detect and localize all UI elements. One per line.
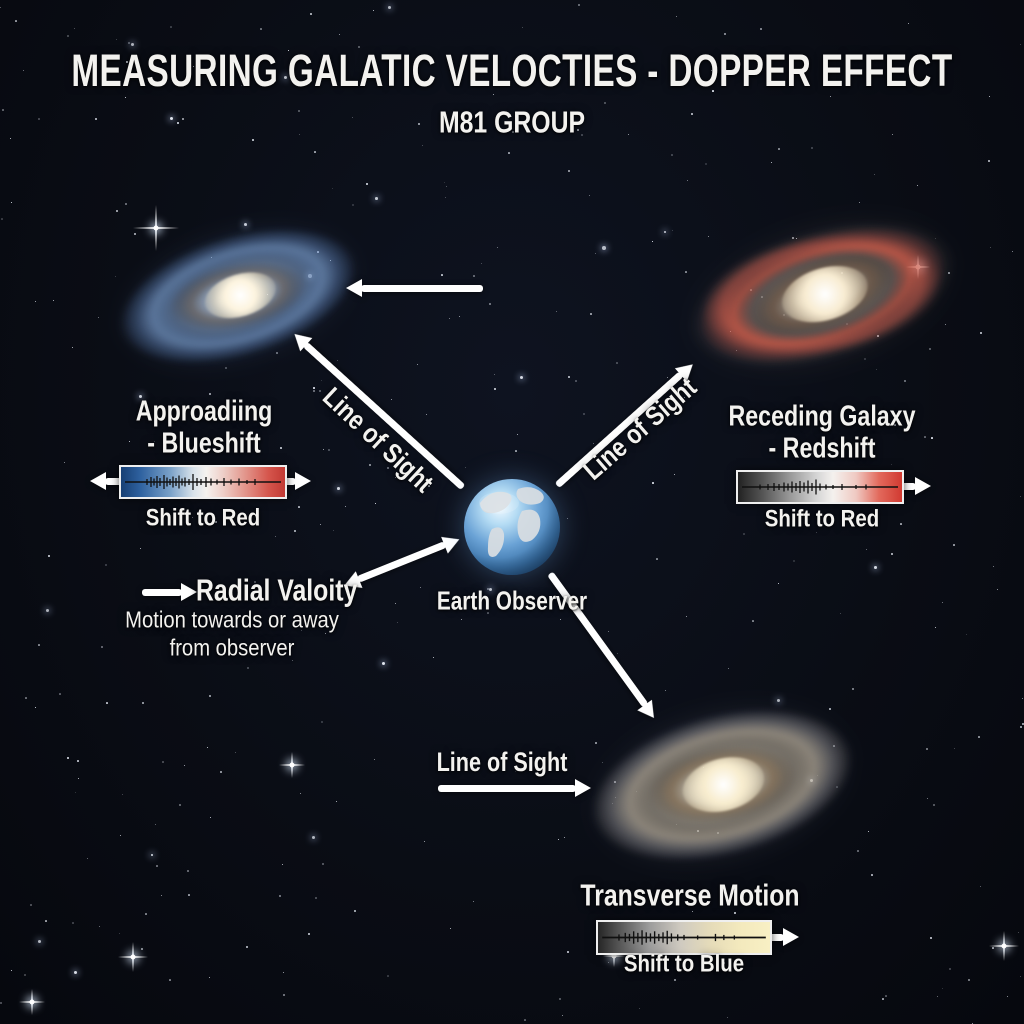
receding-label-line1: Receding Galaxy — [728, 400, 916, 433]
line-of-sight-arrow-upper-left-icon — [302, 341, 466, 490]
radial-velocity-description: Motion towards or away from observer — [125, 606, 339, 661]
approaching-label-line1: Approadiing — [135, 395, 273, 428]
transverse-spectrum-bar — [596, 920, 772, 955]
approaching-motion-arrow-icon — [361, 284, 483, 292]
blueshift-spectrum-caption: Shift to Red — [145, 504, 261, 532]
earth-observer-label: Earth Observer — [436, 585, 588, 616]
absorption-lines — [125, 474, 281, 490]
earth-globe — [464, 479, 560, 575]
radial-velocity-double-arrow-icon — [356, 540, 447, 583]
receding-galaxy-image — [617, 148, 1024, 442]
absorption-lines — [602, 930, 766, 945]
absorption-lines — [742, 479, 898, 495]
radial-velocity-label: Radial Valoity — [196, 572, 358, 608]
line-of-sight-label-upper-right: Line of Sight — [577, 372, 703, 486]
bright-star-icon — [118, 942, 148, 972]
approaching-label-line2: - Blueshift — [147, 428, 261, 460]
bright-star-icon — [989, 931, 1019, 961]
bright-star-icon — [603, 945, 625, 967]
transverse-motion-label: Transverse Motion — [580, 877, 800, 913]
approaching-blueshift-label: Approadiing - Blueshift — [136, 396, 273, 461]
line-of-sight-arrow-bottom-icon — [438, 784, 576, 792]
bright-star-icon — [133, 205, 179, 251]
line-of-sight-label-upper-left: Line of Sight — [317, 381, 440, 499]
transverse-spectrum-caption: Shift to Blue — [623, 950, 745, 978]
radial-velocity-description-line2: from observer — [169, 634, 295, 660]
bright-star-icon — [279, 752, 305, 778]
line-of-sight-label-bottom: Line of Sight — [436, 746, 568, 777]
radial-velocity-pointer-arrow-icon — [142, 588, 182, 596]
transverse-galaxy-image — [521, 638, 923, 932]
bright-star-icon — [19, 989, 45, 1015]
poster-title: MEASURING GALATIC VELOCTIES - DOPPER EFF… — [71, 44, 953, 96]
radial-velocity-description-line1: Motion towards or away — [125, 606, 339, 633]
receding-label-line2: - Redshift — [768, 433, 876, 465]
redshift-spectrum-caption: Shift to Red — [764, 505, 880, 533]
redshift-spectrum-bar — [736, 470, 904, 504]
blueshift-spectrum-bar — [119, 465, 287, 499]
receding-redshift-label: Receding Galaxy - Redshift — [729, 401, 916, 466]
poster-subtitle: M81 GROUP — [438, 104, 586, 140]
